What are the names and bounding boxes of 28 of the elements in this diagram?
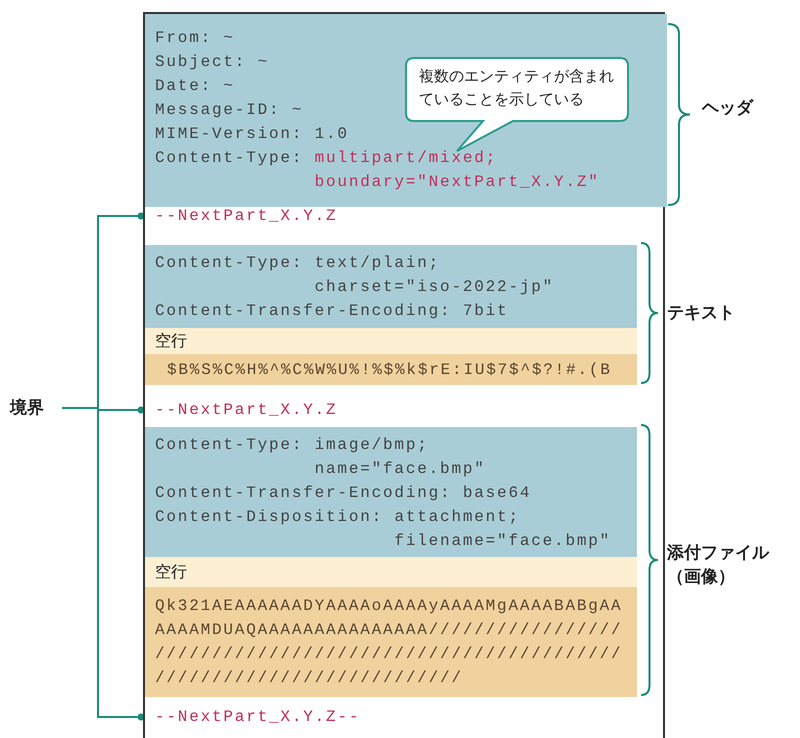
message-frame [143, 12, 665, 738]
message-body: $B%S%C%H%^%C%W%U%!%$%k$rE:IU$7$^$?!#.(B [145, 354, 637, 385]
callout-text: 複数のエンティティが含まれていることを示している [419, 66, 615, 110]
header-field: From: ~ [155, 26, 235, 50]
blank-line-row: 空行 [145, 557, 637, 587]
header-field: Message-ID: ~ [155, 98, 304, 122]
header-field: Subject: ~ [155, 50, 270, 74]
header-field: Content-Type: multipart/mixed; boundary="NextPart_X.Y.Z" [155, 146, 600, 194]
header-field: Content-Transfer-Encoding: 7bit [155, 299, 508, 323]
encoded-body: Qk321AEAAAAAADYAAAAoAAAAyAAAAMgAAAABABgAAAAAAMDUAQAAAAAAAAAAAAAAA///////////////////////////////////////////////////////////////////////////////////// [145, 587, 637, 697]
header-block [145, 14, 667, 207]
boundary-marker: --NextPart_X.Y.Z [145, 397, 545, 423]
blank-line-row: 空行 [145, 328, 637, 354]
header-field: MIME-Version: 1.0 [155, 122, 349, 146]
header-field: Content-Transfer-Encoding: base64 [155, 481, 532, 505]
header-field: Date: ~ [155, 74, 235, 98]
brace-label: テキスト [667, 302, 736, 325]
part-header-block [145, 427, 637, 557]
brace-label: ヘッダ [702, 97, 755, 120]
brace-label: 添付ファイル（画像） [667, 542, 770, 589]
callout-label: 境界 [10, 394, 60, 422]
boundary-marker: --NextPart_X.Y.Z-- [145, 704, 545, 730]
header-field: Content-Type: text/plain; charset="iso-2022-jp" [155, 251, 554, 299]
header-field: Content-Disposition: attachment; filename="face.bmp" [155, 505, 612, 553]
leader-line [62, 407, 144, 720]
part-header-block [145, 245, 637, 328]
boundary-marker: --NextPart_X.Y.Z [145, 203, 545, 229]
header-field: Content-Type: image/bmp; name="face.bmp" [155, 433, 486, 481]
